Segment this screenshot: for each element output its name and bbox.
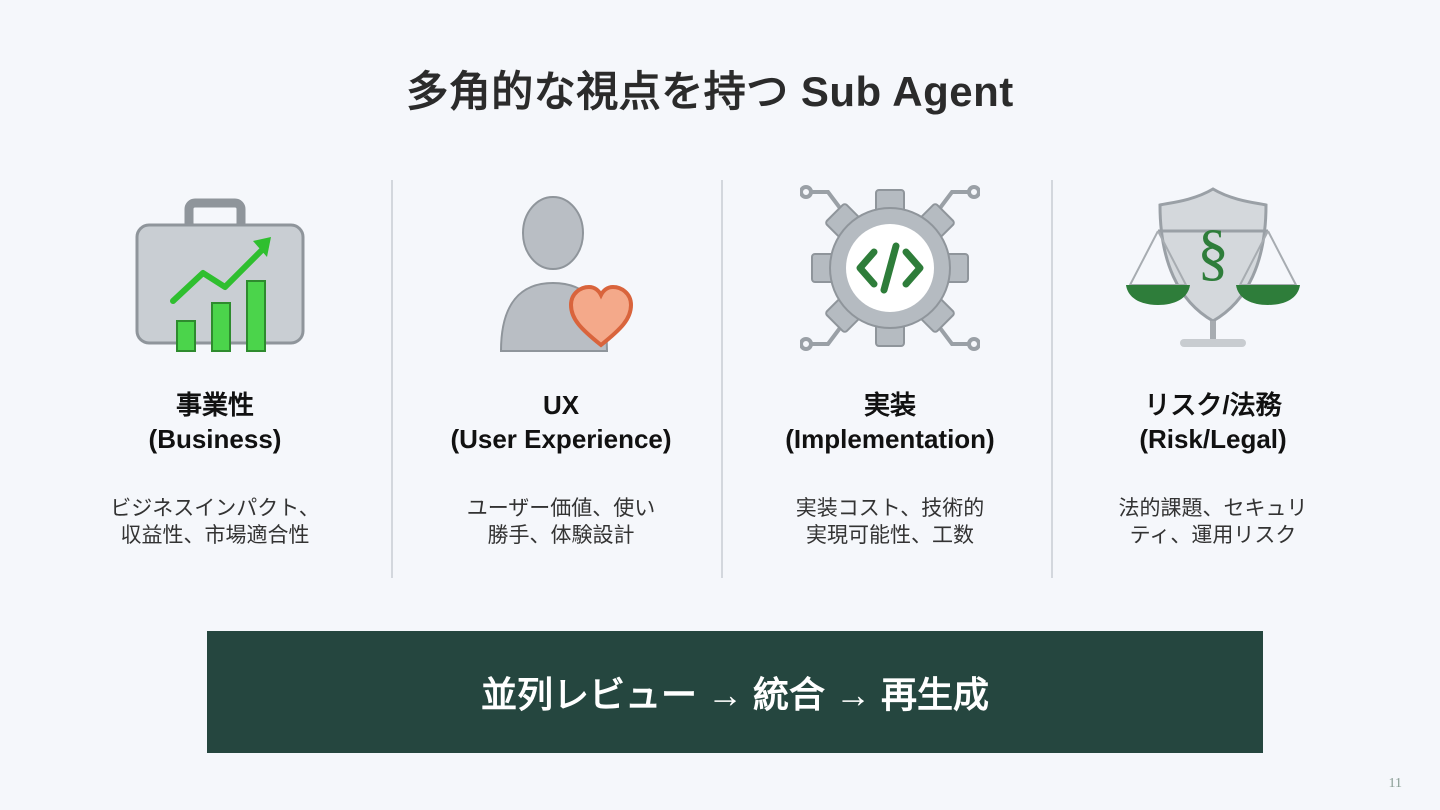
perspective-description: 法的課題、セキュリ ティ、運用リスク — [1118, 497, 1308, 547]
process-flow-banner: 並列レビュー → 統合 → 再生成 — [207, 631, 1263, 753]
perspective-risk-legal: § リスク/法務 (Risk/Legal) 法的課題、セキュリ ティ、運用リスク — [1048, 170, 1378, 590]
perspective-description: ビジネスインパクト、 収益性、市場適合性 — [110, 497, 320, 547]
briefcase-growth-chart-icon — [135, 198, 305, 352]
user-heart-icon — [499, 196, 634, 352]
perspective-implementation: 実装 (Implementation) 実装コスト、技術的 実現可能性、工数 — [725, 170, 1055, 590]
perspective-name: 事業性 (Business) — [148, 390, 282, 454]
perspective-description: 実装コスト、技術的 実現可能性、工数 — [795, 497, 985, 547]
gear-code-icon — [800, 185, 980, 351]
column-divider — [721, 180, 723, 578]
perspective-name: UX (User Experience) — [450, 390, 672, 454]
perspective-business: 事業性 (Business) ビジネスインパクト、 収益性、市場適合性 — [50, 170, 380, 590]
perspective-name: 実装 (Implementation) — [785, 390, 995, 454]
slide-title: 多角的な視点を持つ Sub Agent — [406, 68, 1014, 115]
column-divider — [1051, 180, 1053, 578]
svg-text:§: § — [1197, 216, 1229, 287]
page-number: 11 — [1388, 776, 1402, 791]
perspective-description: ユーザー価値、使い 勝手、体験設計 — [466, 497, 656, 547]
column-divider — [391, 180, 393, 578]
perspective-name: リスク/法務 (Risk/Legal) — [1139, 390, 1287, 454]
scales-shield-section-icon: § — [1126, 186, 1300, 347]
perspective-ux: UX (User Experience) ユーザー価値、使い 勝手、体験設計 — [396, 170, 726, 590]
